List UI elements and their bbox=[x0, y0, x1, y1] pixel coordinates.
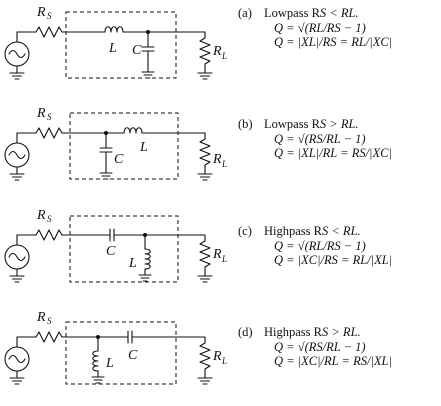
q-formula-1: Q = √(RS/RL − 1) bbox=[274, 339, 366, 354]
l-label: L bbox=[139, 140, 148, 155]
inductor-icon bbox=[123, 127, 143, 134]
matching-network-box bbox=[69, 215, 179, 283]
ground-icon bbox=[197, 173, 213, 181]
rl-subscript: L bbox=[221, 159, 227, 169]
rs-resistor-icon bbox=[35, 331, 63, 343]
sine-icon bbox=[8, 150, 26, 160]
q-formula-2: Q = |XC|/RL = RS/|XL| bbox=[274, 354, 392, 368]
ground-icon bbox=[197, 275, 213, 283]
rl-label: R bbox=[212, 349, 222, 364]
l-label: L bbox=[105, 356, 114, 371]
ground-icon bbox=[9, 377, 25, 385]
panel-condition: S > RL. bbox=[322, 325, 361, 339]
panel-condition: S > RL. bbox=[319, 117, 359, 131]
rs-label: R bbox=[36, 208, 46, 223]
panel-title: Lowpass R bbox=[264, 6, 320, 20]
ground-icon bbox=[197, 377, 213, 385]
l-label: L bbox=[108, 41, 117, 56]
rs-resistor-icon bbox=[35, 229, 63, 241]
ground-icon bbox=[138, 274, 152, 282]
q-formula-1: Q = √(RL/RS − 1) bbox=[274, 238, 366, 253]
circuit-b: R S C L R L bbox=[4, 106, 227, 181]
rl-subscript: L bbox=[221, 51, 227, 61]
c-label: C bbox=[132, 43, 142, 58]
ground-icon bbox=[9, 173, 25, 181]
circuit-d: R S L C R L bbox=[4, 310, 227, 385]
capacitor-icon bbox=[127, 330, 133, 344]
panel-label: (c) bbox=[238, 224, 252, 238]
c-label: C bbox=[128, 348, 138, 363]
q-formula-2: Q = |XL|/RS = RL/|XC| bbox=[274, 35, 393, 49]
rs-resistor-icon bbox=[35, 127, 63, 139]
rs-subscript: S bbox=[47, 11, 52, 21]
rl-label: R bbox=[212, 44, 222, 59]
matching-network-box bbox=[65, 321, 177, 385]
panel-label: (b) bbox=[238, 117, 253, 131]
panel-title: Highpass R bbox=[264, 325, 322, 339]
q-formula-1: Q = √(RS/RL − 1) bbox=[274, 131, 366, 146]
c-label: C bbox=[114, 152, 124, 167]
rs-label: R bbox=[36, 5, 46, 20]
rs-subscript: S bbox=[47, 214, 52, 224]
circuit-a: R S L C R L bbox=[4, 5, 227, 80]
rl-subscript: L bbox=[221, 356, 227, 366]
rs-subscript: S bbox=[47, 112, 52, 122]
rl-subscript: L bbox=[221, 254, 227, 264]
panel-title: Lowpass R bbox=[264, 117, 320, 131]
ground-icon bbox=[91, 376, 105, 384]
sine-icon bbox=[8, 252, 26, 262]
rs-label: R bbox=[36, 310, 46, 325]
circuit-c: R S C L R L bbox=[4, 208, 227, 283]
panel-label: (d) bbox=[238, 325, 253, 339]
ground-icon bbox=[197, 72, 213, 80]
capacitor-icon bbox=[141, 46, 155, 52]
sine-icon bbox=[8, 49, 26, 59]
c-label: C bbox=[106, 244, 116, 259]
matching-network-box bbox=[69, 112, 179, 180]
ground-icon bbox=[141, 71, 155, 79]
inductor-icon bbox=[92, 350, 99, 372]
sine-icon bbox=[8, 354, 26, 364]
capacitor-icon bbox=[99, 147, 113, 153]
q-formula-1: Q = √(RL/RS − 1) bbox=[274, 20, 366, 35]
panel-title: Highpass R bbox=[264, 224, 322, 238]
ground-icon bbox=[9, 275, 25, 283]
rl-resistor-icon bbox=[199, 138, 211, 166]
rl-label: R bbox=[212, 152, 222, 167]
panel-condition: S < RL. bbox=[319, 6, 359, 20]
rl-resistor-icon bbox=[199, 37, 211, 65]
rs-label: R bbox=[36, 106, 46, 121]
rs-resistor-icon bbox=[35, 26, 63, 38]
matching-network-box bbox=[65, 11, 177, 79]
inductor-icon bbox=[104, 26, 124, 33]
inductor-icon bbox=[144, 248, 151, 270]
panel-condition: S < RL. bbox=[322, 224, 361, 238]
panel-label: (a) bbox=[238, 6, 252, 20]
rl-resistor-icon bbox=[199, 342, 211, 370]
ground-icon bbox=[99, 172, 113, 180]
rl-resistor-icon bbox=[199, 240, 211, 268]
rl-label: R bbox=[212, 247, 222, 262]
ground-icon bbox=[9, 72, 25, 80]
rs-subscript: S bbox=[47, 316, 52, 326]
l-label: L bbox=[128, 256, 137, 271]
q-formula-2: Q = |XC|/RS = RL/|XL| bbox=[274, 253, 393, 267]
capacitor-icon bbox=[109, 228, 115, 242]
q-formula-2: Q = |XL|/RL = RS/|XC| bbox=[274, 146, 392, 160]
